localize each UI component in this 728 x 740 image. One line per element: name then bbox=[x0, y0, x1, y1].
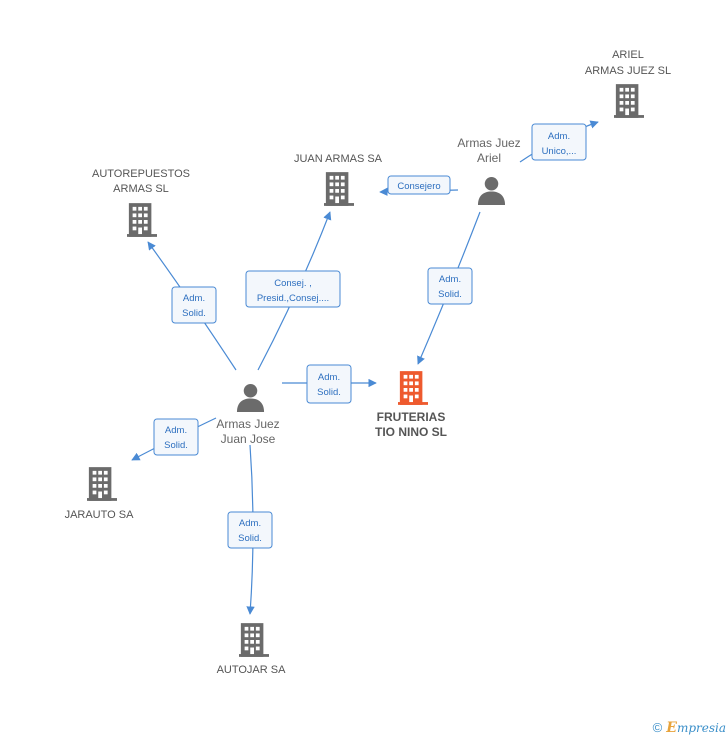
edge-label-jj-jarauto[interactable]: Adm. Solid. bbox=[153, 418, 199, 456]
company-name: TIO NINO SL bbox=[375, 425, 447, 439]
node-armas-juez-juan-jose[interactable]: Armas Juez Juan Jose bbox=[216, 383, 280, 446]
edge-label-jj-autojar[interactable]: Adm. Solid. bbox=[227, 511, 273, 549]
edge-label-ariel-arielsl[interactable]: Adm. Unico,... bbox=[531, 123, 587, 161]
edge-label-line: Solid. bbox=[164, 440, 188, 451]
edges bbox=[131, 120, 599, 615]
person-icon bbox=[236, 383, 265, 412]
node-fruterias[interactable]: FRUTERIAS TIO NINO SL bbox=[375, 371, 447, 439]
edge-label-line: Solid. bbox=[238, 533, 262, 544]
edge-label-line: Adm. bbox=[183, 293, 205, 304]
person-icon bbox=[477, 176, 506, 205]
node-ariel-armas-juez-sl[interactable]: ARIEL ARMAS JUEZ SL bbox=[585, 49, 671, 118]
company-name: JUAN ARMAS SA bbox=[294, 153, 383, 165]
edge-label-ariel-juanarmas[interactable]: Consejero bbox=[387, 175, 451, 195]
edge-label-line: Adm. bbox=[548, 131, 570, 142]
node-juan-armas-sa[interactable]: JUAN ARMAS SA bbox=[294, 153, 383, 206]
building-icon bbox=[324, 172, 354, 206]
building-icon bbox=[87, 467, 117, 501]
edge-label-line: Unico,... bbox=[542, 146, 577, 157]
company-name: AUTOREPUESTOS bbox=[92, 168, 190, 180]
edge-labels: Adm. Solid. Consej. , Presid.,Consej....… bbox=[153, 123, 587, 549]
company-name: ARIEL bbox=[612, 49, 644, 61]
company-name: AUTOJAR SA bbox=[217, 664, 287, 676]
edge-label-line: Solid. bbox=[182, 308, 206, 319]
node-autorepuestos-armas-sl[interactable]: AUTOREPUESTOS ARMAS SL bbox=[92, 168, 190, 237]
node-armas-juez-ariel[interactable]: Armas Juez Ariel bbox=[457, 136, 521, 205]
person-name: Armas Juez bbox=[216, 417, 279, 431]
node-jarauto-sa[interactable]: JARAUTO SA bbox=[65, 467, 135, 521]
edge-label-line: Adm. bbox=[318, 372, 340, 383]
edge-label-line: Solid. bbox=[438, 289, 462, 300]
edge-label-line: Presid.,Consej.... bbox=[257, 293, 329, 304]
edge-label-line: Solid. bbox=[317, 387, 341, 398]
edge-label-jj-autorepuestos[interactable]: Adm. Solid. bbox=[171, 286, 217, 324]
edge-label-line: Consej. , bbox=[274, 278, 312, 289]
edge-label-jj-juanarmas[interactable]: Consej. , Presid.,Consej.... bbox=[245, 270, 341, 308]
edge-label-line: Consejero bbox=[397, 181, 440, 192]
building-icon bbox=[398, 371, 428, 405]
person-name: Armas Juez bbox=[457, 136, 520, 150]
person-name: Ariel bbox=[477, 151, 501, 165]
company-name: ARMAS JUEZ SL bbox=[585, 65, 671, 77]
node-autojar-sa[interactable]: AUTOJAR SA bbox=[217, 623, 287, 676]
building-icon bbox=[127, 203, 157, 237]
edge-label-line: Adm. bbox=[239, 518, 261, 529]
company-name: FRUTERIAS bbox=[377, 410, 446, 424]
company-name: JARAUTO SA bbox=[65, 509, 135, 521]
brand-initial: E bbox=[666, 720, 677, 736]
person-name: Juan Jose bbox=[221, 432, 276, 446]
edge-label-jj-fruterias[interactable]: Adm. Solid. bbox=[306, 364, 352, 404]
building-icon bbox=[239, 623, 269, 657]
brand-name: mpresia bbox=[676, 721, 726, 735]
footer-brand: ©Empresia bbox=[653, 720, 726, 736]
edge-label-ariel-fruterias[interactable]: Adm. Solid. bbox=[427, 267, 473, 305]
company-name: ARMAS SL bbox=[113, 183, 169, 195]
copyright-icon: © bbox=[652, 720, 663, 735]
building-icon bbox=[614, 84, 644, 118]
edge-label-line: Adm. bbox=[165, 425, 187, 436]
edge-label-line: Adm. bbox=[439, 274, 461, 285]
